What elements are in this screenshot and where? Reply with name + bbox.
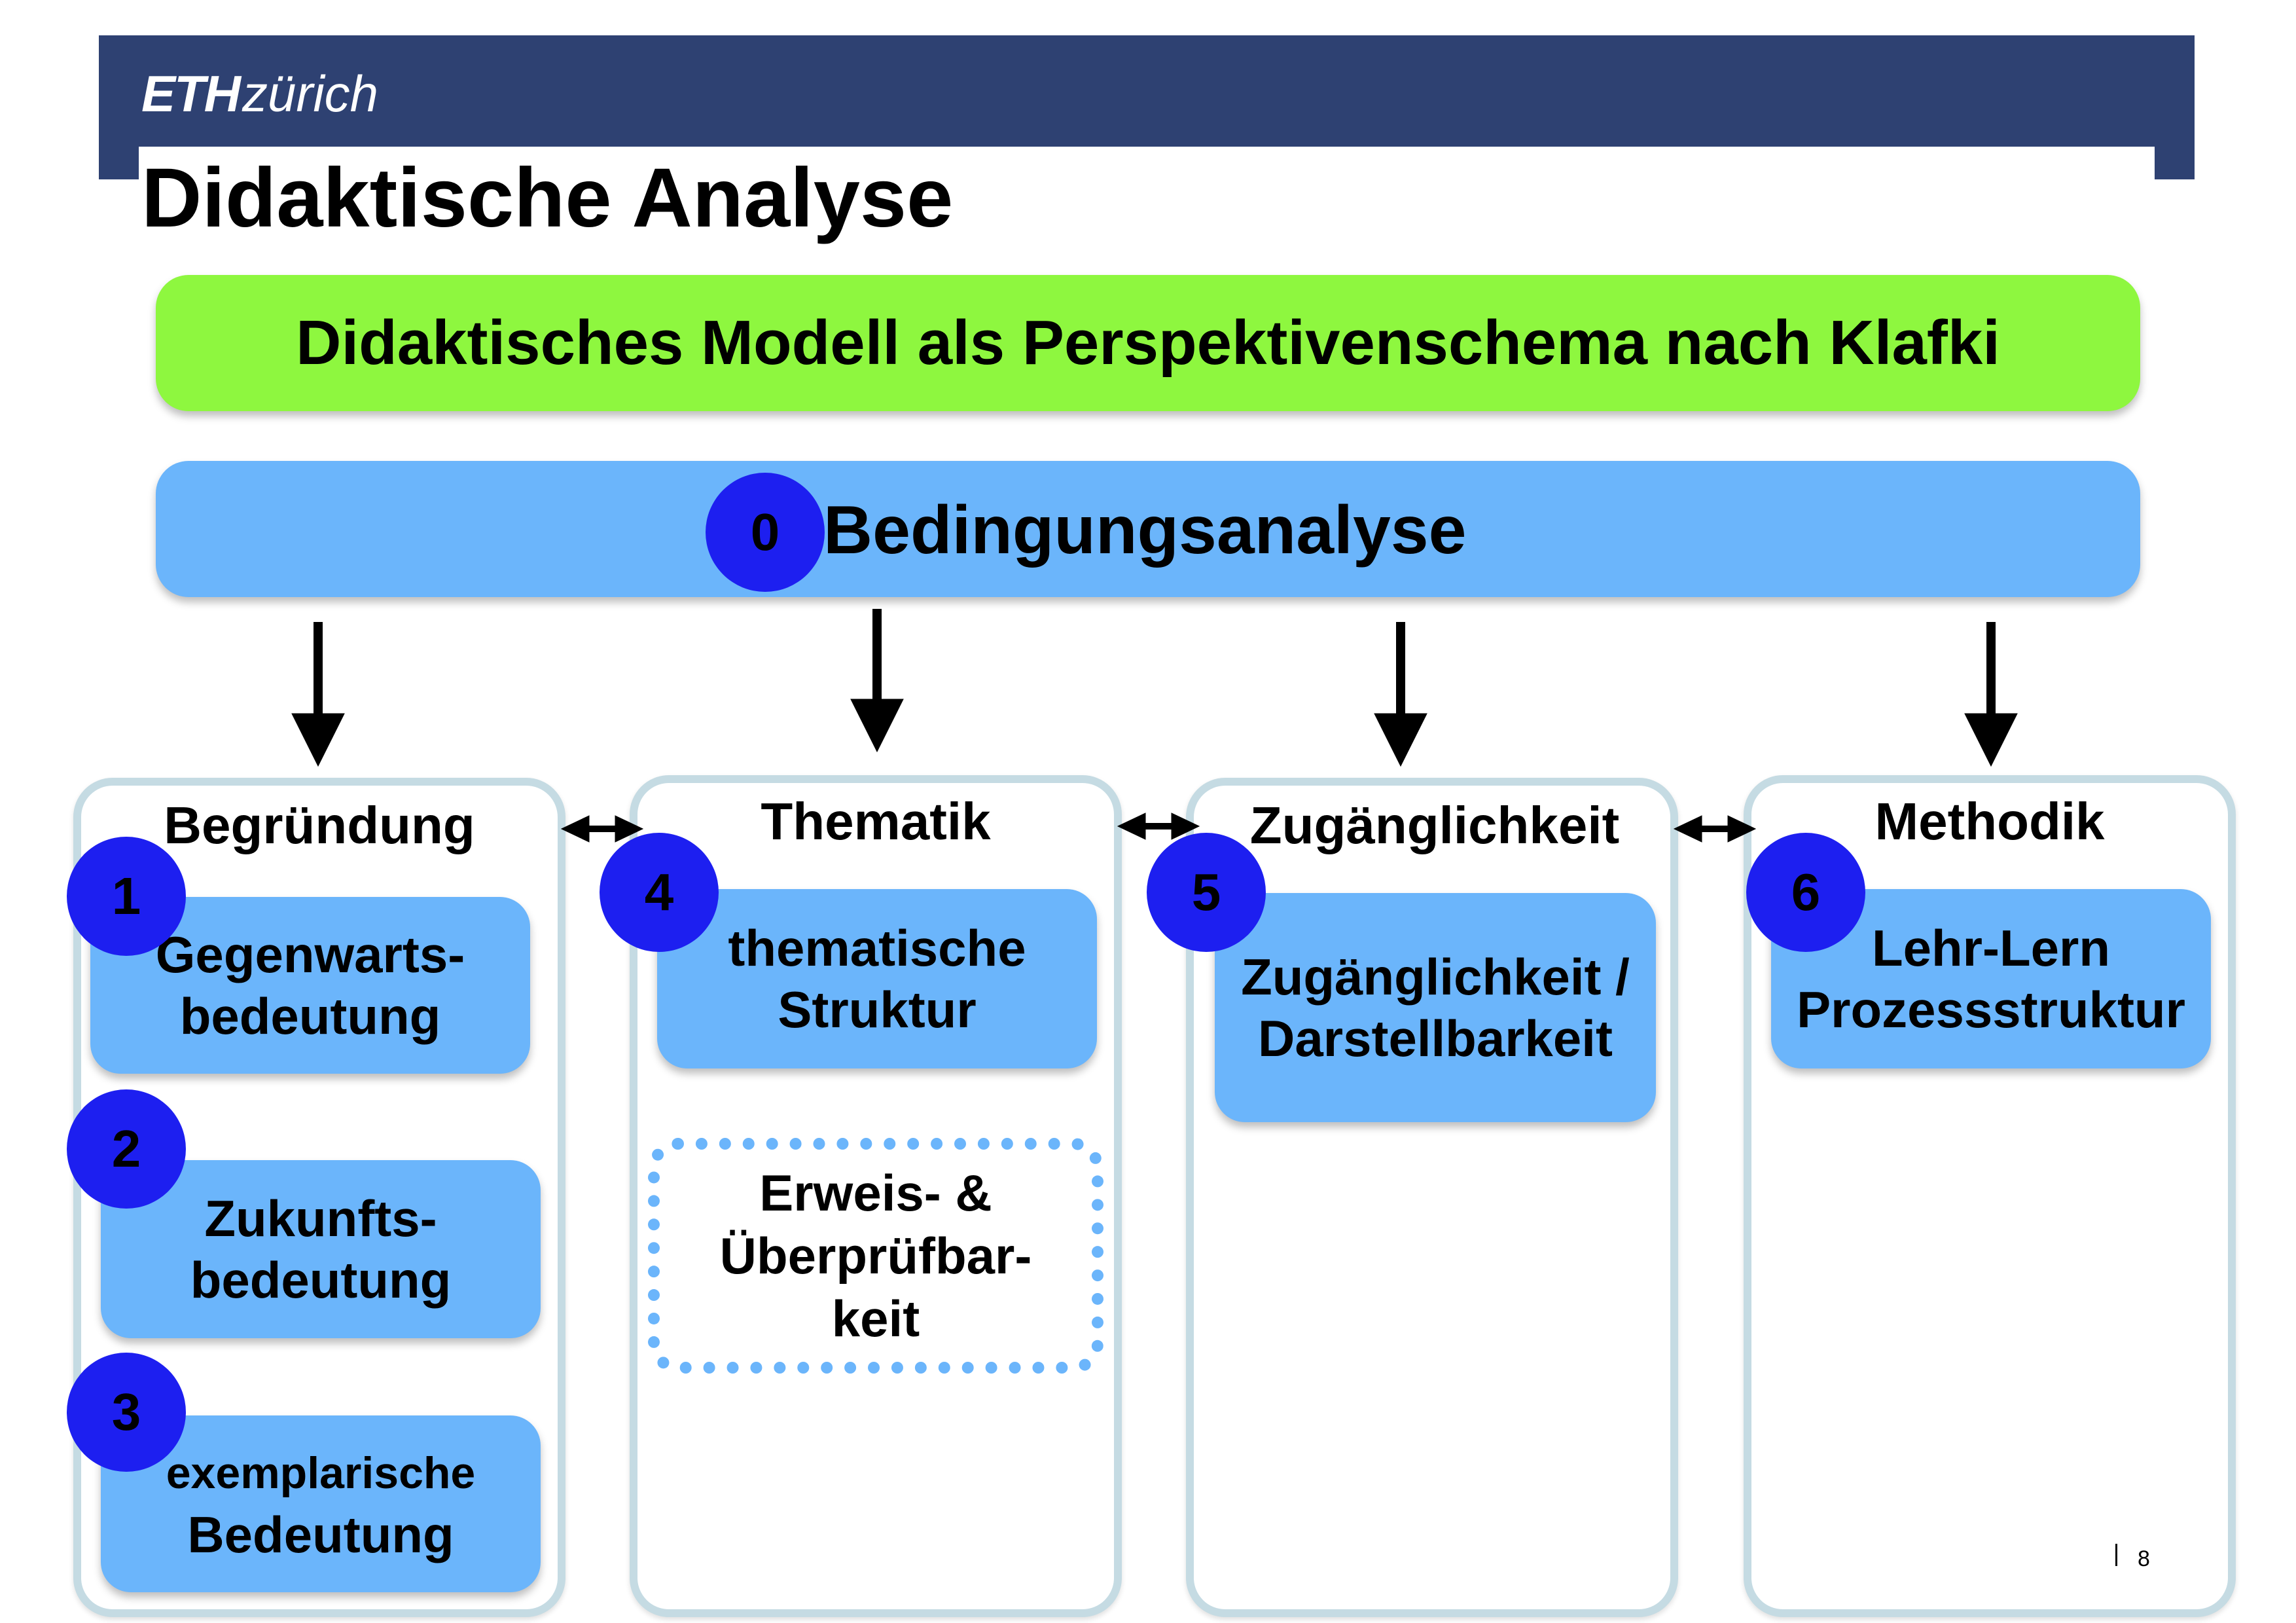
condition-analysis-bar	[156, 461, 2140, 597]
column-title-zugaenglichkeit: Zugänglichkeit	[1249, 796, 1620, 854]
box-line: Überprüfbar-	[719, 1227, 1032, 1285]
header-band-cutout	[139, 147, 2155, 186]
double-arrow-1-2	[560, 815, 644, 843]
box-zugaenglichkeit-darstellbarkeit: Zugänglichkeit / Darstellbarkeit	[1215, 893, 1656, 1122]
down-arrow-methodik	[1964, 622, 2018, 767]
double-arrow-3-4	[1673, 815, 1757, 843]
box-erweis-ueberpruefbarkeit: Erweis- & Überprüfbar- keit	[648, 1138, 1103, 1374]
box-line: Erweis- &	[759, 1164, 992, 1222]
condition-analysis-label: Bedingungsanalyse	[823, 492, 1467, 568]
box-line: bedeutung	[179, 987, 441, 1045]
page-number: 8	[2138, 1546, 2150, 1571]
box-line: thematische	[728, 919, 1026, 977]
box-line: Zukunfts-	[204, 1190, 437, 1247]
page-title: Didaktische Analyse	[141, 151, 954, 245]
logo-eth: ETH	[141, 65, 241, 122]
down-arrow-zugaenglichkeit	[1374, 622, 1427, 767]
number-badge-3: 3	[67, 1353, 186, 1472]
number-badge-0: 0	[706, 473, 825, 592]
down-arrow-thematik	[850, 609, 904, 753]
column-title-thematik: Thematik	[761, 792, 991, 850]
model-banner-text: Didaktisches Modell als Perspektivensche…	[296, 308, 2000, 378]
down-arrow-begruendung	[291, 622, 345, 767]
box-line: keit	[831, 1290, 920, 1347]
box-line: Gegenwarts-	[155, 926, 465, 983]
box-line: Bedeutung	[187, 1506, 454, 1563]
number-badge-2: 2	[67, 1089, 186, 1209]
box-lehr-lern-prozessstruktur: Lehr-Lern Prozessstruktur	[1771, 889, 2211, 1068]
eth-logo: ETHzürich	[141, 64, 378, 123]
column-title-methodik: Methodik	[1874, 792, 2105, 850]
number-badge-5: 5	[1147, 833, 1266, 952]
box-line: Lehr-Lern	[1871, 919, 2111, 977]
double-arrow-2-3	[1117, 812, 1200, 840]
box-thematische-struktur: thematische Struktur	[657, 889, 1097, 1068]
model-banner: Didaktisches Modell als Perspektivensche…	[156, 275, 2140, 411]
box-line: Struktur	[778, 981, 977, 1038]
number-badge-4: 4	[600, 833, 719, 952]
box-line: Prozessstruktur	[1797, 981, 2185, 1038]
box-line: Zugänglichkeit /	[1241, 948, 1630, 1006]
box-line: bedeutung	[190, 1251, 452, 1309]
logo-zurich: zürich	[242, 65, 379, 122]
number-badge-6: 6	[1746, 833, 1865, 952]
box-zukunftsbedeutung: Zukunfts- bedeutung	[101, 1160, 541, 1338]
box-line: Darstellbarkeit	[1258, 1010, 1613, 1067]
box-line: exemplarische	[166, 1448, 476, 1498]
column-title-begruendung: Begründung	[164, 796, 475, 854]
page-number-separator	[2115, 1544, 2117, 1566]
number-badge-1: 1	[67, 837, 186, 956]
